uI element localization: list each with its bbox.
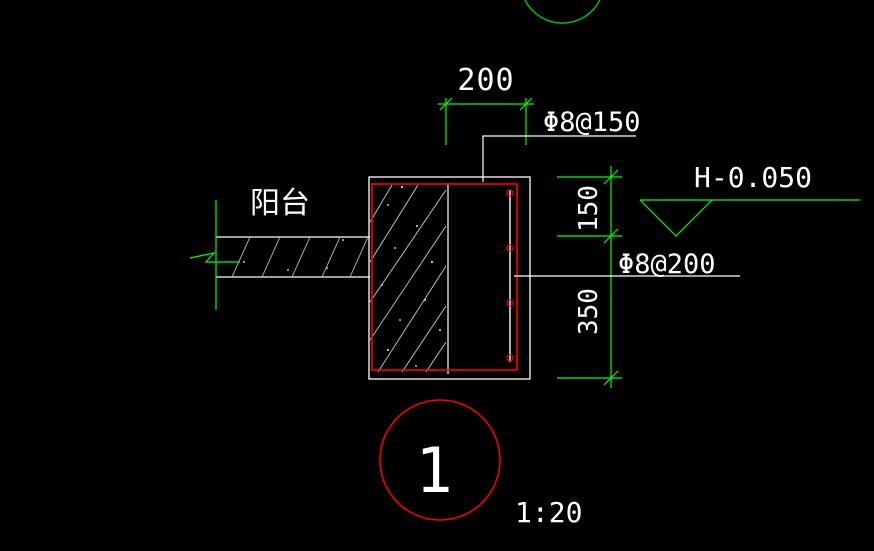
section-hatch <box>369 184 447 373</box>
top-dimension <box>438 97 534 145</box>
detail-number: 1 <box>415 434 452 507</box>
detail-circle <box>379 399 501 521</box>
rebar-dots <box>506 189 514 362</box>
balcony-slab <box>189 200 370 310</box>
top-detail-circle-arc <box>524 0 601 24</box>
dim-upper-text: 150 <box>574 185 604 232</box>
right-dimension <box>557 166 622 388</box>
beam-section <box>243 176 531 380</box>
top-rebar-label: Φ8@150 <box>543 107 641 138</box>
slab-break-line <box>189 200 240 310</box>
balcony-label: 阳台 <box>250 186 310 221</box>
side-rebar-label: Φ8@200 <box>618 249 716 280</box>
dim-lower-text: 350 <box>574 288 604 335</box>
elevation-label: H-0.050 <box>694 161 812 194</box>
width-dimension-text: 200 <box>457 63 514 98</box>
top-rebar-leader <box>482 135 636 182</box>
stirrup <box>371 183 518 371</box>
scale-label: 1:20 <box>515 496 582 529</box>
elevation-marker <box>639 199 860 237</box>
